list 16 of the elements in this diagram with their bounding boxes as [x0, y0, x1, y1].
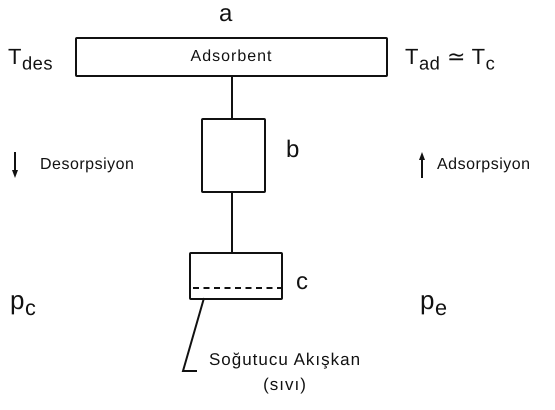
- leader-label: Soğutucu Akışkan (sıvı): [190, 343, 380, 403]
- part-letter: a: [219, 0, 232, 28]
- pressure-label: p$_{e}$: [420, 285, 448, 322]
- condenser-evaporator-box: [189, 252, 283, 300]
- temperature-label: T$_{des}$: [8, 44, 54, 74]
- leader-line: [182, 298, 205, 372]
- vessel-box: [201, 118, 266, 193]
- pressure-label: p$_{c}$: [10, 285, 36, 322]
- adsorbent-box: Adsorbent: [75, 37, 388, 77]
- pipe-line: [231, 193, 233, 252]
- part-letter: b: [286, 136, 300, 164]
- leader-line: [231, 77, 233, 118]
- part-letter: c: [296, 268, 308, 296]
- process-label: Adsorpsiyon: [437, 156, 531, 174]
- temperature-label: T$_{ad}$ ≃ T$_{c}$: [405, 44, 496, 74]
- process-label: Desorpsiyon: [40, 156, 134, 174]
